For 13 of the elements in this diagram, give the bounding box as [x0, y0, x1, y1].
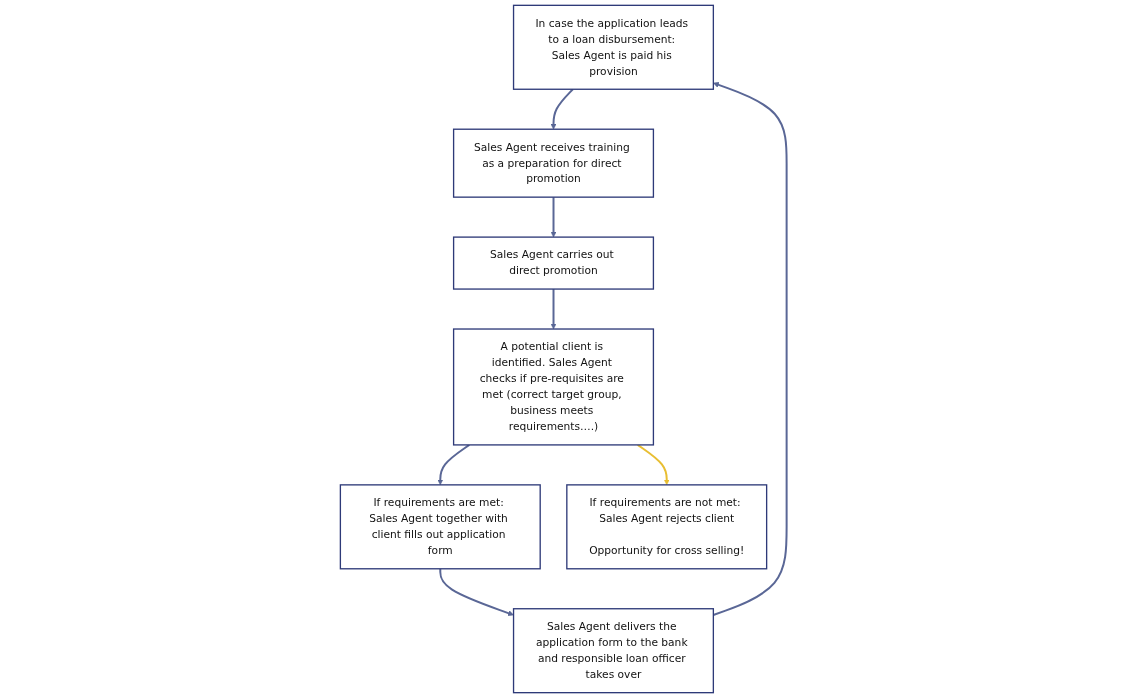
arrow [437, 443, 471, 486]
node-box: If requirements are not met: Sales Agent rejects client Opportunity for cross selling! [566, 484, 768, 570]
node-box: A potential client is identified. Sales Agent checks if pre-requisites are met (correct target group, business meets requirements….) [452, 328, 655, 446]
arrow [550, 196, 557, 238]
node-box: If requirements are met: Sales Agent together with client fills out application form [339, 484, 541, 570]
node-box: In case the application leads to a loan disbursement: Sales Agent is paid his provision [512, 4, 715, 90]
node-box: Sales Agent delivers the application form to the bank and responsible loan officer takes over [512, 608, 715, 694]
arrow [550, 88, 574, 130]
arrow [439, 567, 514, 616]
arrow [550, 288, 557, 330]
arrow [636, 443, 670, 486]
node-box: Sales Agent receives training as a preparation for direct promotion [452, 128, 655, 198]
node-box: Sales Agent carries out direct promotion [452, 236, 655, 290]
